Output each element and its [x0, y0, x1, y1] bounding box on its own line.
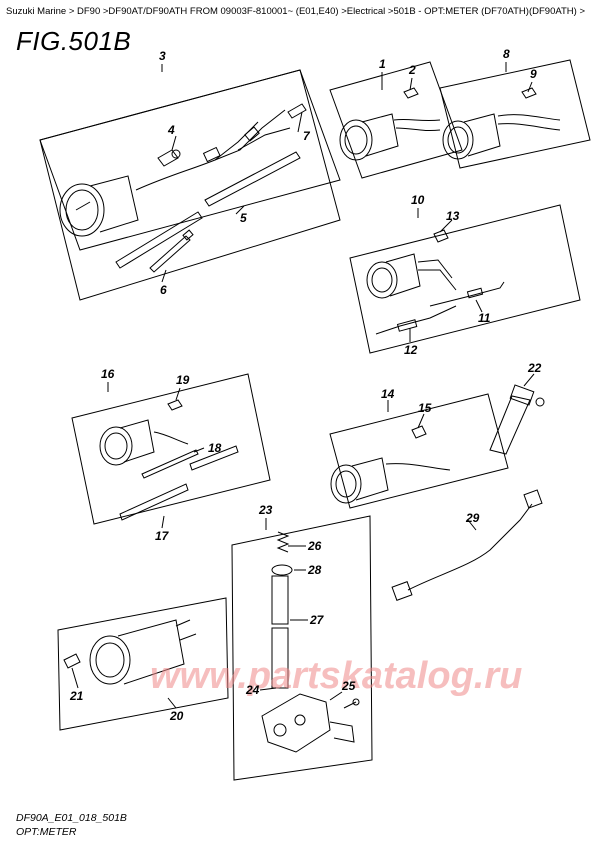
cable-tie-6	[149, 229, 194, 273]
tube-17	[119, 445, 239, 521]
callout-24: 24	[245, 683, 260, 697]
callout-11: 11	[478, 311, 491, 325]
group-box-1	[329, 61, 463, 179]
bulb-7	[287, 103, 307, 119]
callout-9: 9	[530, 67, 537, 81]
callout-23: 23	[258, 503, 273, 517]
tube-5	[204, 151, 301, 207]
screw-25	[343, 698, 360, 709]
callout-20: 20	[169, 709, 184, 723]
callout-19: 19	[176, 373, 190, 387]
harness-11	[429, 281, 505, 307]
bulb-4	[157, 149, 181, 167]
callout-3: 3	[159, 49, 166, 63]
meter-gauge-16	[99, 419, 189, 466]
callout-10: 10	[411, 193, 425, 207]
callout-17: 17	[155, 529, 170, 543]
tube-rod-3	[115, 211, 203, 269]
meter-gauge-3	[59, 175, 139, 237]
callout-6: 6	[160, 283, 167, 297]
callout-25: 25	[341, 679, 356, 693]
meter-gauge-8	[442, 113, 561, 160]
callout-22: 22	[527, 361, 542, 375]
meter-gauge-1	[339, 113, 441, 161]
callout-2: 2	[408, 63, 416, 77]
callout-14: 14	[381, 387, 395, 401]
bulb-2	[403, 87, 419, 99]
callout-5: 5	[240, 211, 247, 225]
callout-7: 7	[303, 129, 311, 143]
bulb-15	[411, 425, 427, 439]
bulb-21	[63, 653, 81, 669]
callout-29: 29	[465, 511, 480, 525]
harness-12	[375, 305, 457, 335]
callout-12: 12	[404, 343, 418, 357]
watermark: www.partskatalog.ru	[150, 655, 522, 697]
meter-gauge-20	[89, 619, 197, 685]
callout-8: 8	[503, 47, 510, 61]
tube-27	[271, 575, 289, 689]
meter-gauge-10	[366, 253, 457, 299]
callout-28: 28	[307, 563, 322, 577]
group-box-14	[329, 393, 509, 509]
sensor-body-24	[261, 693, 355, 753]
spring-26	[276, 531, 290, 553]
callout-13: 13	[446, 209, 460, 223]
callout-15: 15	[418, 401, 432, 415]
footer-caption: OPT:METER	[16, 826, 77, 838]
cable-tie-18	[141, 449, 199, 479]
callout-1: 1	[379, 57, 386, 71]
group-box-16	[71, 373, 271, 525]
footer-code: DF90A_E01_018_501B	[16, 812, 127, 824]
group-box-8	[439, 59, 591, 169]
callout-18: 18	[208, 441, 222, 455]
group-box-23	[231, 515, 373, 781]
harness-29	[391, 489, 543, 601]
callout-4: 4	[167, 123, 175, 137]
callout-16: 16	[101, 367, 115, 381]
figure-title: FIG.501B	[16, 26, 132, 56]
leader-lines	[71, 62, 535, 709]
clamp-28	[271, 564, 293, 576]
callout-26: 26	[307, 539, 322, 553]
group-box-20	[57, 597, 229, 731]
breadcrumb[interactable]: Suzuki Marine > DF90 >DF90AT/DF90ATH FRO…	[6, 6, 585, 17]
group-box-3	[39, 69, 341, 301]
callout-27: 27	[309, 613, 325, 627]
meter-gauge-14	[330, 457, 451, 504]
group-box-10	[349, 204, 581, 354]
trim-sender-22	[489, 384, 545, 455]
wire-harness-3	[135, 109, 291, 191]
bulb-19	[167, 399, 183, 411]
callout-21: 21	[69, 689, 84, 703]
